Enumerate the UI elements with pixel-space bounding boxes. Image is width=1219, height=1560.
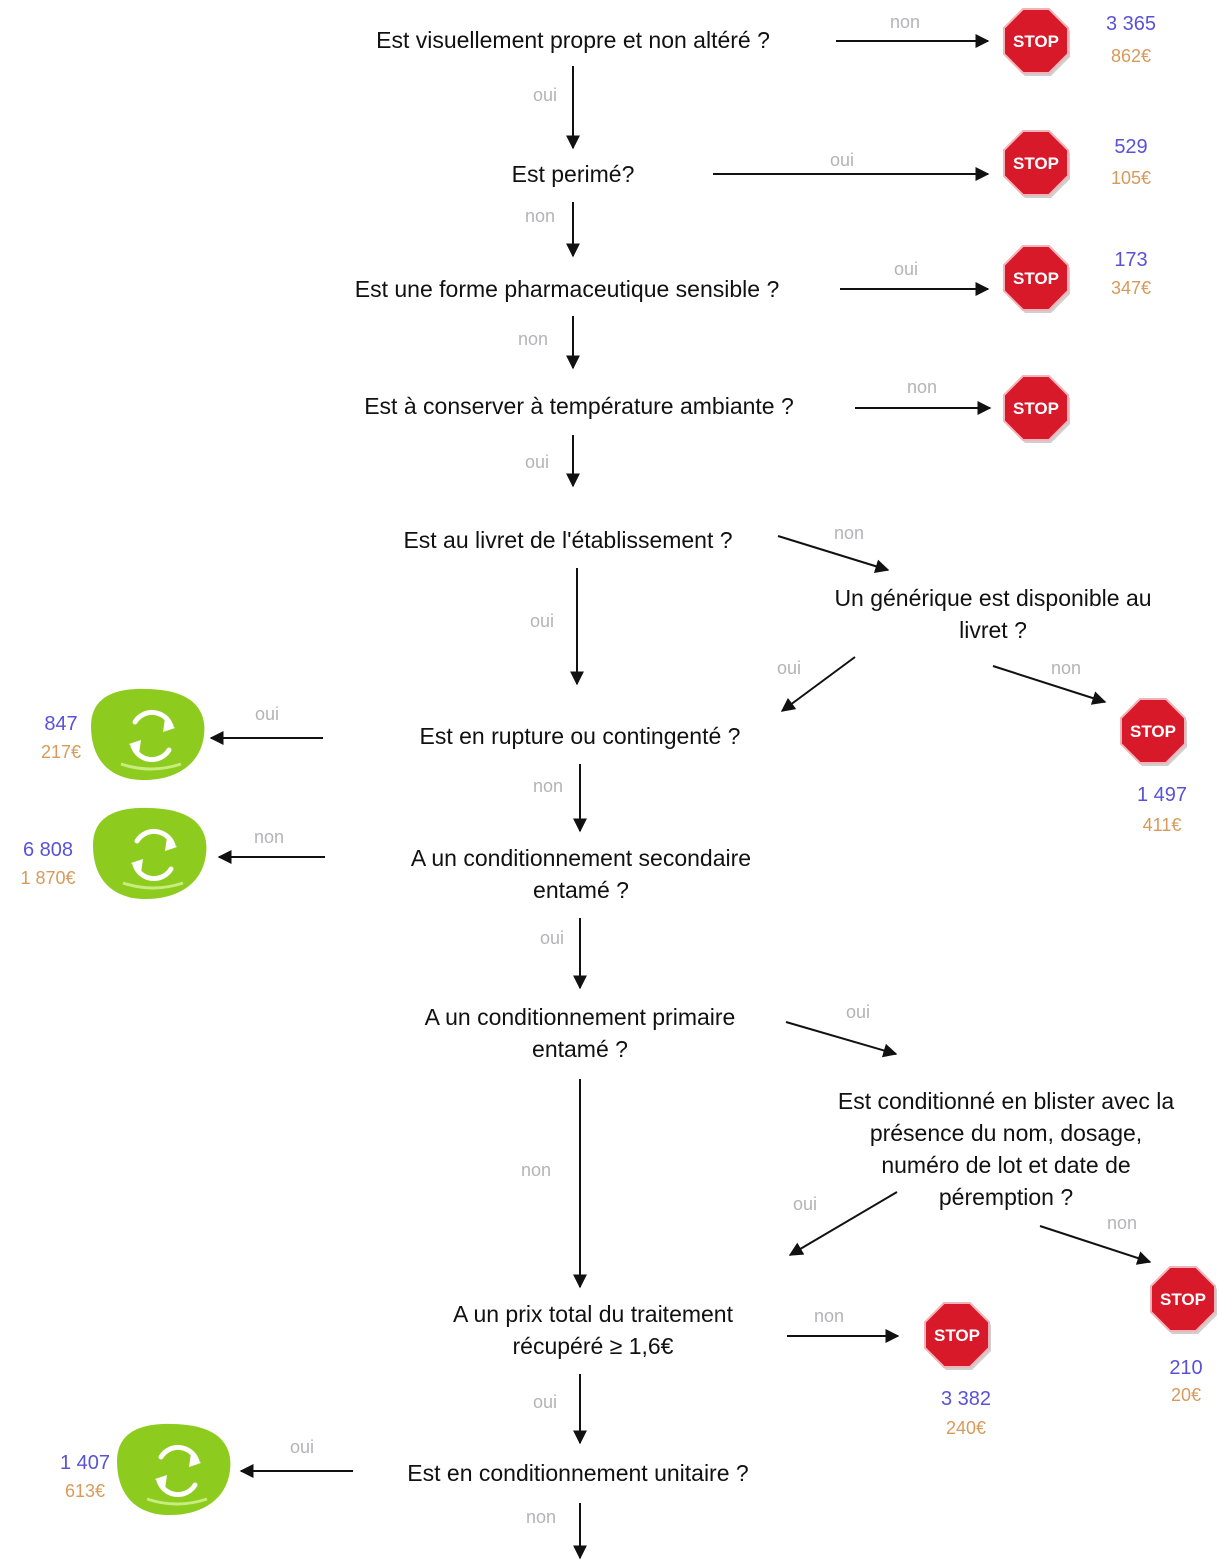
question-generic-available-line1: Un générique est disponible au [834,585,1151,611]
question-blister-line2: présence du nom, dosage, [870,1120,1142,1146]
outcome-cost: 862€ [1111,46,1151,66]
recycle-arrows-icon [93,808,206,899]
arrow-blister-stop [1039,1225,1152,1265]
question-primary-packaging-line2: entamé ? [532,1036,628,1062]
edge-label-oui: oui [777,658,801,678]
arrow-generic-q6 [780,656,856,712]
edge-label-non: non [1051,658,1081,678]
outcome-count: 847 [44,713,77,735]
edge-label-oui: oui [255,704,279,724]
edge-label-non: non [521,1160,551,1180]
edge-label-non: non [1107,1213,1137,1233]
outcome-count: 1 407 [60,1452,110,1474]
stop-sign-icon: STOP [1003,375,1071,444]
outcome-cost: 613€ [65,1481,105,1501]
stop-sign-label: STOP [1013,269,1059,288]
edge-label-non: non [890,12,920,32]
question-unit-dose-packaging: Est en conditionnement unitaire ? [407,1460,748,1486]
stop-sign-icon: STOP [1150,1266,1218,1335]
question-blister-line1: Est conditionné en blister avec la [838,1088,1174,1114]
outcome-count: 529 [1114,136,1147,158]
stop-sign-label: STOP [1013,399,1059,418]
question-in-formulary: Est au livret de l'établissement ? [403,527,732,553]
edge-label-oui: oui [793,1194,817,1214]
question-treatment-price-line2: récupéré ≥ 1,6€ [513,1333,674,1359]
edge-label-oui: oui [894,259,918,279]
edge-label-non: non [525,206,555,226]
question-blister-line4: péremption ? [939,1184,1073,1210]
stop-sign-icon: STOP [1003,245,1071,314]
edge-label-oui: oui [846,1002,870,1022]
arrow-q5-generic [777,535,890,573]
stop-sign-icon: STOP [1120,698,1188,767]
recycle-arrows-icon [117,1424,230,1515]
outcome-count: 210 [1169,1357,1202,1379]
recycle-arrows-icon [91,689,204,780]
edge-label-non: non [254,827,284,847]
outcome-cost: 347€ [1111,278,1151,298]
question-primary-packaging-line1: A un conditionnement primaire [425,1004,736,1030]
question-expired: Est perimé? [512,161,635,187]
edge-label-oui: oui [533,1392,557,1412]
question-secondary-packaging-line2: entamé ? [533,877,629,903]
stop-sign-label: STOP [1013,154,1059,173]
arrow-q8-blister [785,1021,898,1058]
edge-label-non: non [834,523,864,543]
edge-label-oui: oui [290,1437,314,1457]
edge-label-non: non [518,329,548,349]
stop-sign-icon: STOP [924,1302,992,1371]
outcome-count: 6 808 [23,839,73,861]
outcome-count: 3 365 [1106,13,1156,35]
outcome-cost: 105€ [1111,168,1151,188]
edge-label-non: non [526,1507,556,1527]
question-clean-unaltered: Est visuellement propre et non altéré ? [376,27,770,53]
stop-sign-icon: STOP [1003,8,1071,77]
edge-label-non: non [814,1306,844,1326]
question-sensitive-form: Est une forme pharmaceutique sensible ? [355,276,779,302]
edge-label-oui: oui [525,452,549,472]
edge-label-oui: oui [830,150,854,170]
outcome-cost: 1 870€ [20,868,75,888]
arrow-blister-q9 [788,1191,898,1256]
stop-sign-label: STOP [1130,722,1176,741]
question-treatment-price-line1: A un prix total du traitement [453,1301,734,1327]
question-shortage: Est en rupture ou contingenté ? [420,723,741,749]
edge-label-non: non [533,776,563,796]
arrow-generic-stop [992,665,1107,705]
edge-label-oui: oui [533,85,557,105]
edge-label-oui: oui [540,928,564,948]
outcome-count: 1 497 [1137,784,1187,806]
stop-sign-label: STOP [1013,32,1059,51]
outcome-count: 3 382 [941,1388,991,1410]
edge-label-non: non [907,377,937,397]
question-secondary-packaging-line1: A un conditionnement secondaire [411,845,751,871]
stop-sign-label: STOP [934,1326,980,1345]
edge-label-oui: oui [530,611,554,631]
stop-sign-icon: STOP [1003,130,1071,199]
outcome-cost: 217€ [41,742,81,762]
question-room-temperature: Est à conserver à température ambiante ? [364,393,794,419]
outcome-cost: 20€ [1171,1385,1201,1405]
outcome-count: 173 [1114,249,1147,271]
outcome-cost: 240€ [946,1418,986,1438]
question-blister-line3: numéro de lot et date de [881,1152,1130,1178]
outcome-cost: 411€ [1143,815,1182,835]
stop-sign-label: STOP [1160,1290,1206,1309]
question-generic-available-line2: livret ? [959,617,1027,643]
